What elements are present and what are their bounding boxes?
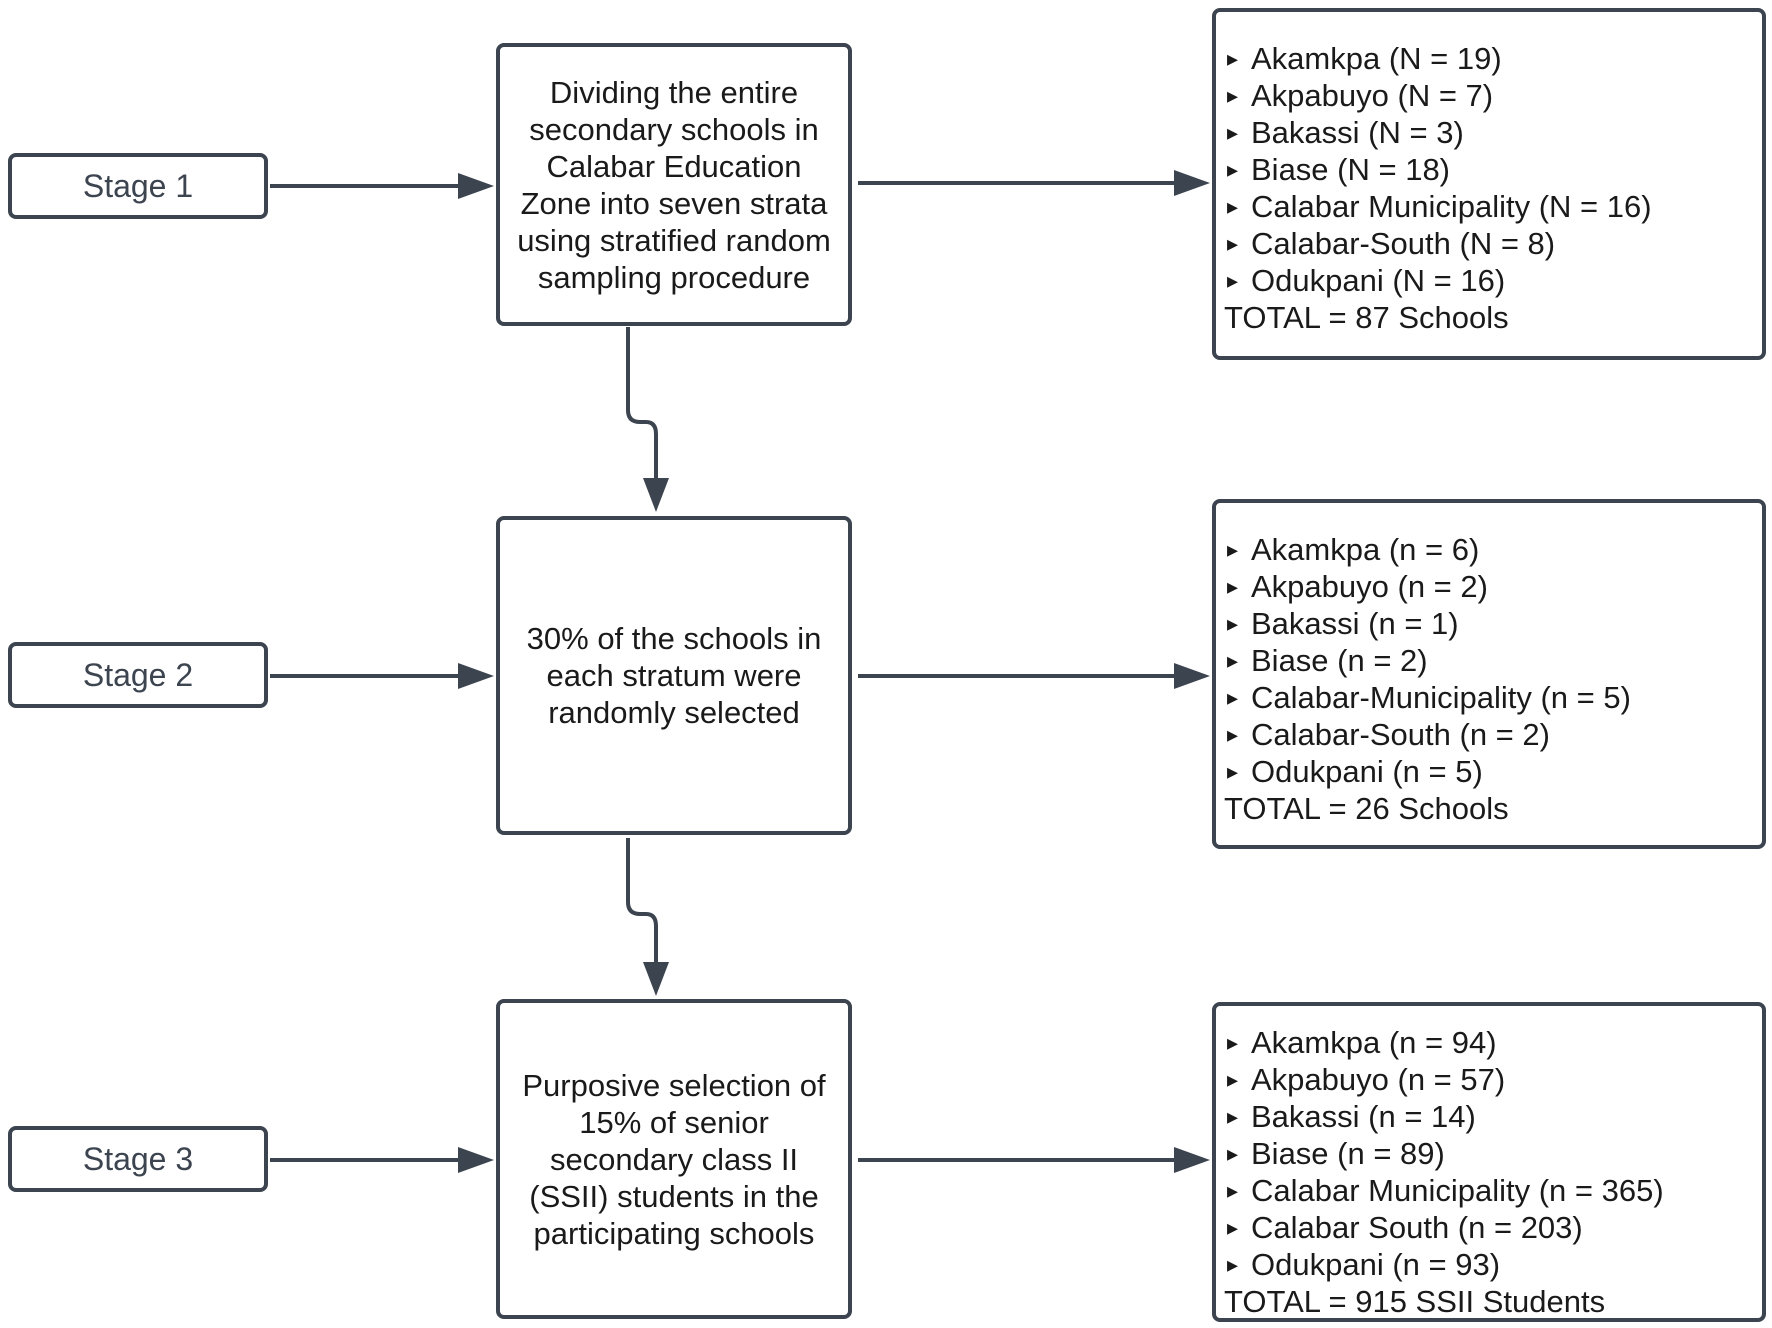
list-item: Biase (n = 89) — [1224, 1135, 1754, 1172]
list-3: Akamkpa (n = 94) Akpabuyo (n = 57) Bakas… — [1224, 1024, 1754, 1283]
stage-1-box: Stage 1 — [8, 153, 268, 219]
process-2-box: 30% of the schools in each stratum were … — [496, 516, 852, 835]
process-2-text: 30% of the schools in each stratum were … — [526, 621, 822, 730]
process-3-box: Purposive selection of 15% of senior sec… — [496, 999, 852, 1319]
list-item: Akamkpa (n = 6) — [1224, 531, 1754, 568]
arrowhead — [643, 478, 669, 512]
stage-2-label: Stage 2 — [82, 656, 194, 693]
list-item: Calabar-South (N = 8) — [1224, 225, 1754, 262]
list-1-total: TOTAL = 87 Schools — [1224, 300, 1509, 335]
list-item: Akamkpa (N = 19) — [1224, 40, 1754, 77]
list-item: Bakassi (n = 14) — [1224, 1098, 1754, 1135]
stage-3-box: Stage 3 — [8, 1126, 268, 1192]
arrowhead — [643, 962, 669, 996]
list-item: Calabar-Municipality (n = 5) — [1224, 679, 1754, 716]
list-item: Odukpani (n = 5) — [1224, 753, 1754, 790]
list-item: Akpabuyo (N = 7) — [1224, 77, 1754, 114]
list-3-box: Akamkpa (n = 94) Akpabuyo (n = 57) Bakas… — [1212, 1002, 1766, 1322]
list-item: Akamkpa (n = 94) — [1224, 1024, 1754, 1061]
arrowhead — [458, 663, 494, 689]
arrowhead — [1174, 663, 1210, 689]
arrowhead — [1174, 170, 1210, 196]
list-item: Odukpani (N = 16) — [1224, 262, 1754, 299]
process-3-text: Purposive selection of 15% of senior sec… — [522, 1067, 826, 1251]
stage-2-box: Stage 2 — [8, 642, 268, 708]
list-item: Biase (N = 18) — [1224, 151, 1754, 188]
list-1: Akamkpa (N = 19) Akpabuyo (N = 7) Bakass… — [1224, 40, 1754, 299]
list-item: Bakassi (N = 3) — [1224, 114, 1754, 151]
list-2-total: TOTAL = 26 Schools — [1224, 791, 1509, 826]
list-item: Biase (n = 2) — [1224, 642, 1754, 679]
arrow-process2-to-process3 — [626, 838, 658, 970]
stage-3-label: Stage 3 — [82, 1140, 194, 1177]
list-item: Calabar-South (n = 2) — [1224, 716, 1754, 753]
list-item: Akpabuyo (n = 57) — [1224, 1061, 1754, 1098]
arrow-process1-to-process2 — [626, 327, 658, 484]
list-item: Calabar Municipality (n = 365) — [1224, 1172, 1754, 1209]
list-1-box: Akamkpa (N = 19) Akpabuyo (N = 7) Bakass… — [1212, 8, 1766, 360]
list-3-total: TOTAL = 915 SSII Students — [1224, 1284, 1606, 1319]
process-1-box: Dividing the entire secondary schools in… — [496, 43, 852, 326]
list-item: Akpabuyo (n = 2) — [1224, 568, 1754, 605]
process-1-text: Dividing the entire secondary schools in… — [517, 74, 831, 295]
list-item: Calabar South (n = 203) — [1224, 1209, 1754, 1246]
arrowhead — [458, 1147, 494, 1173]
arrowhead — [1174, 1147, 1210, 1173]
stage-1-label: Stage 1 — [82, 167, 194, 204]
arrowhead — [458, 173, 494, 199]
list-item: Bakassi (n = 1) — [1224, 605, 1754, 642]
list-2: Akamkpa (n = 6) Akpabuyo (n = 2) Bakassi… — [1224, 531, 1754, 790]
list-2-box: Akamkpa (n = 6) Akpabuyo (n = 2) Bakassi… — [1212, 499, 1766, 849]
list-item: Calabar Municipality (N = 16) — [1224, 188, 1754, 225]
list-item: Odukpani (n = 93) — [1224, 1246, 1754, 1283]
